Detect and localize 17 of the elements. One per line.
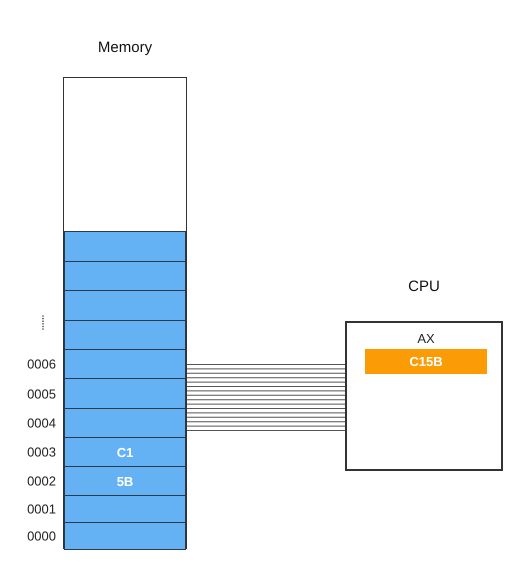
cpu-title: CPU <box>407 278 441 295</box>
memory-cell <box>64 320 186 350</box>
address-label: 0004 <box>27 416 56 430</box>
address-label: 0006 <box>27 356 56 372</box>
data-bus <box>186 382 346 405</box>
address-label: 0002 <box>27 474 56 488</box>
register-name: AX <box>416 331 436 346</box>
memory-cell <box>64 261 186 291</box>
memory-title: Memory <box>96 39 154 56</box>
memory-cell <box>64 290 186 321</box>
data-bus <box>186 408 346 431</box>
address-label: 0005 <box>27 386 56 401</box>
address-label: 0001 <box>27 502 56 516</box>
address-label: 0003 <box>27 444 56 460</box>
data-bus <box>186 364 346 378</box>
address-label: 0000 <box>27 528 56 544</box>
memory-cell <box>64 231 186 262</box>
